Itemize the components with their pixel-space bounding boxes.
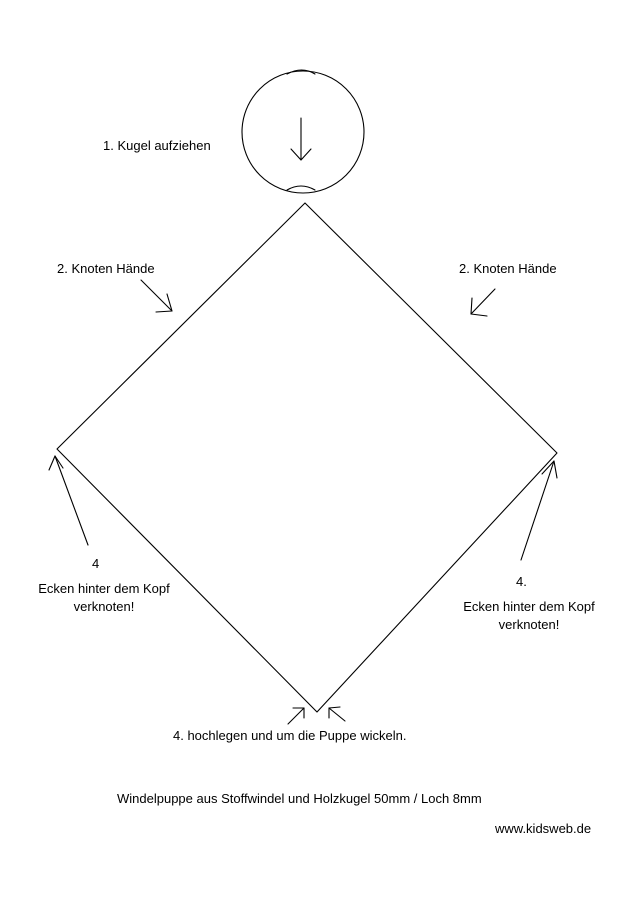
step4-bottom-label: 4. hochlegen und um die Puppe wickeln. [173, 728, 407, 743]
arrow-step4-left-icon [48, 455, 89, 546]
arrow-step2-left-icon [140, 279, 173, 313]
footer-website: www.kidsweb.de [495, 821, 592, 836]
step4-left-line1: Ecken hinter dem Kopf [38, 581, 170, 596]
step4-right-text: Ecken hinter dem Kopf verknoten! [456, 598, 602, 634]
arrow-step4-bottom-right-icon [328, 706, 346, 722]
step4-left-line2: verknoten! [73, 599, 135, 614]
step4-right-line1: Ecken hinter dem Kopf [463, 599, 595, 614]
step4-right-number: 4. [516, 574, 527, 589]
arrow-step2-right-icon [470, 288, 496, 317]
step1-label: 1. Kugel aufziehen [103, 138, 211, 153]
diaper-square-icon [56, 202, 558, 713]
step4-left-text: Ecken hinter dem Kopf verknoten! [31, 580, 177, 616]
footer-caption: Windelpuppe aus Stoffwindel und Holzkuge… [117, 791, 482, 806]
bead-icon [241, 69, 365, 194]
step2-right-label: 2. Knoten Hände [459, 261, 557, 276]
step2-left-label: 2. Knoten Hände [57, 261, 155, 276]
arrow-step4-bottom-left-icon [287, 707, 305, 725]
step4-right-line2: verknoten! [498, 617, 560, 632]
step4-left-number: 4 [92, 556, 100, 571]
arrow-step4-right-icon [520, 460, 558, 561]
